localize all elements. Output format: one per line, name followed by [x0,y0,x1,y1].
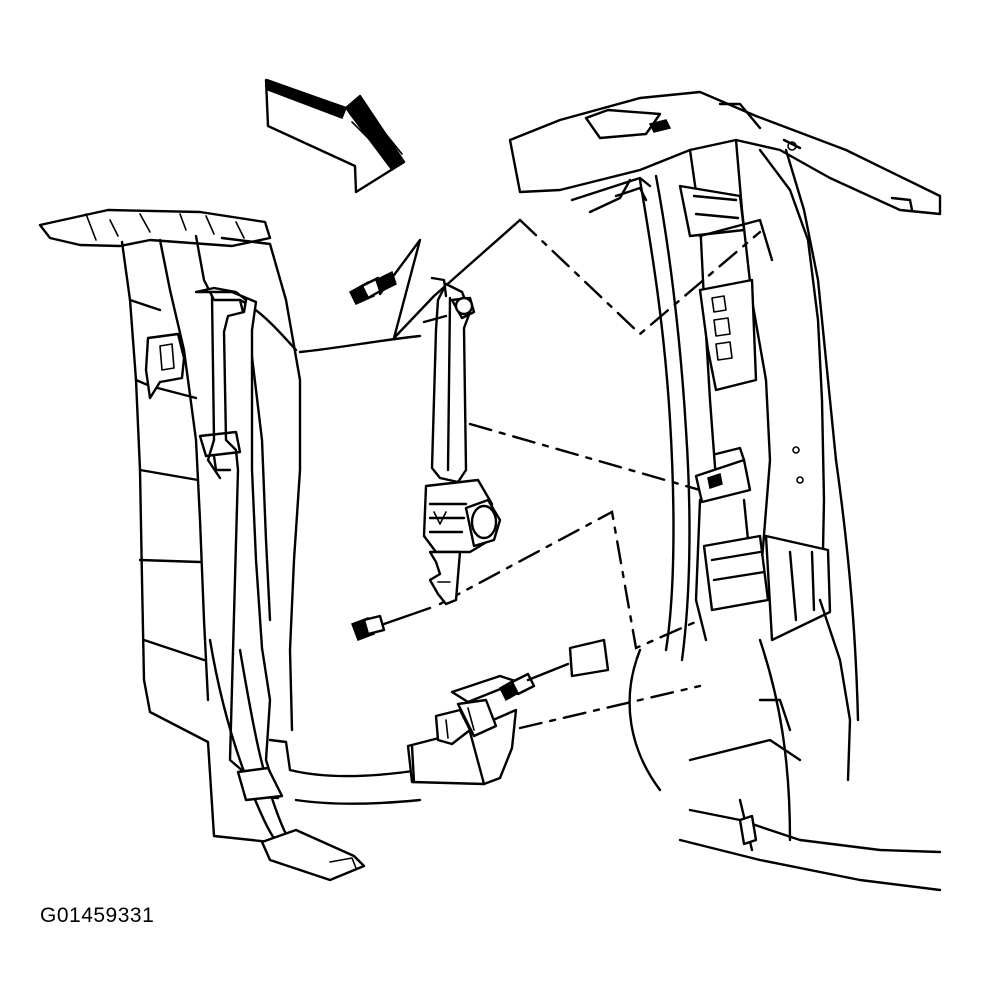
floor-belt-webbing [288,768,422,805]
anchor-bolt-icon [499,638,610,702]
direction-arrow-icon [264,78,406,194]
belt-webbing-left [194,286,366,882]
figure-id-label: G01459331 [40,904,155,927]
retractor-bolt-icon [351,606,432,641]
upper-bolt-icon [349,270,397,305]
b-pillar-trim-panel [38,208,422,844]
seat-belt-retractor [422,276,502,606]
vehicle-body-b-pillar [508,90,942,892]
